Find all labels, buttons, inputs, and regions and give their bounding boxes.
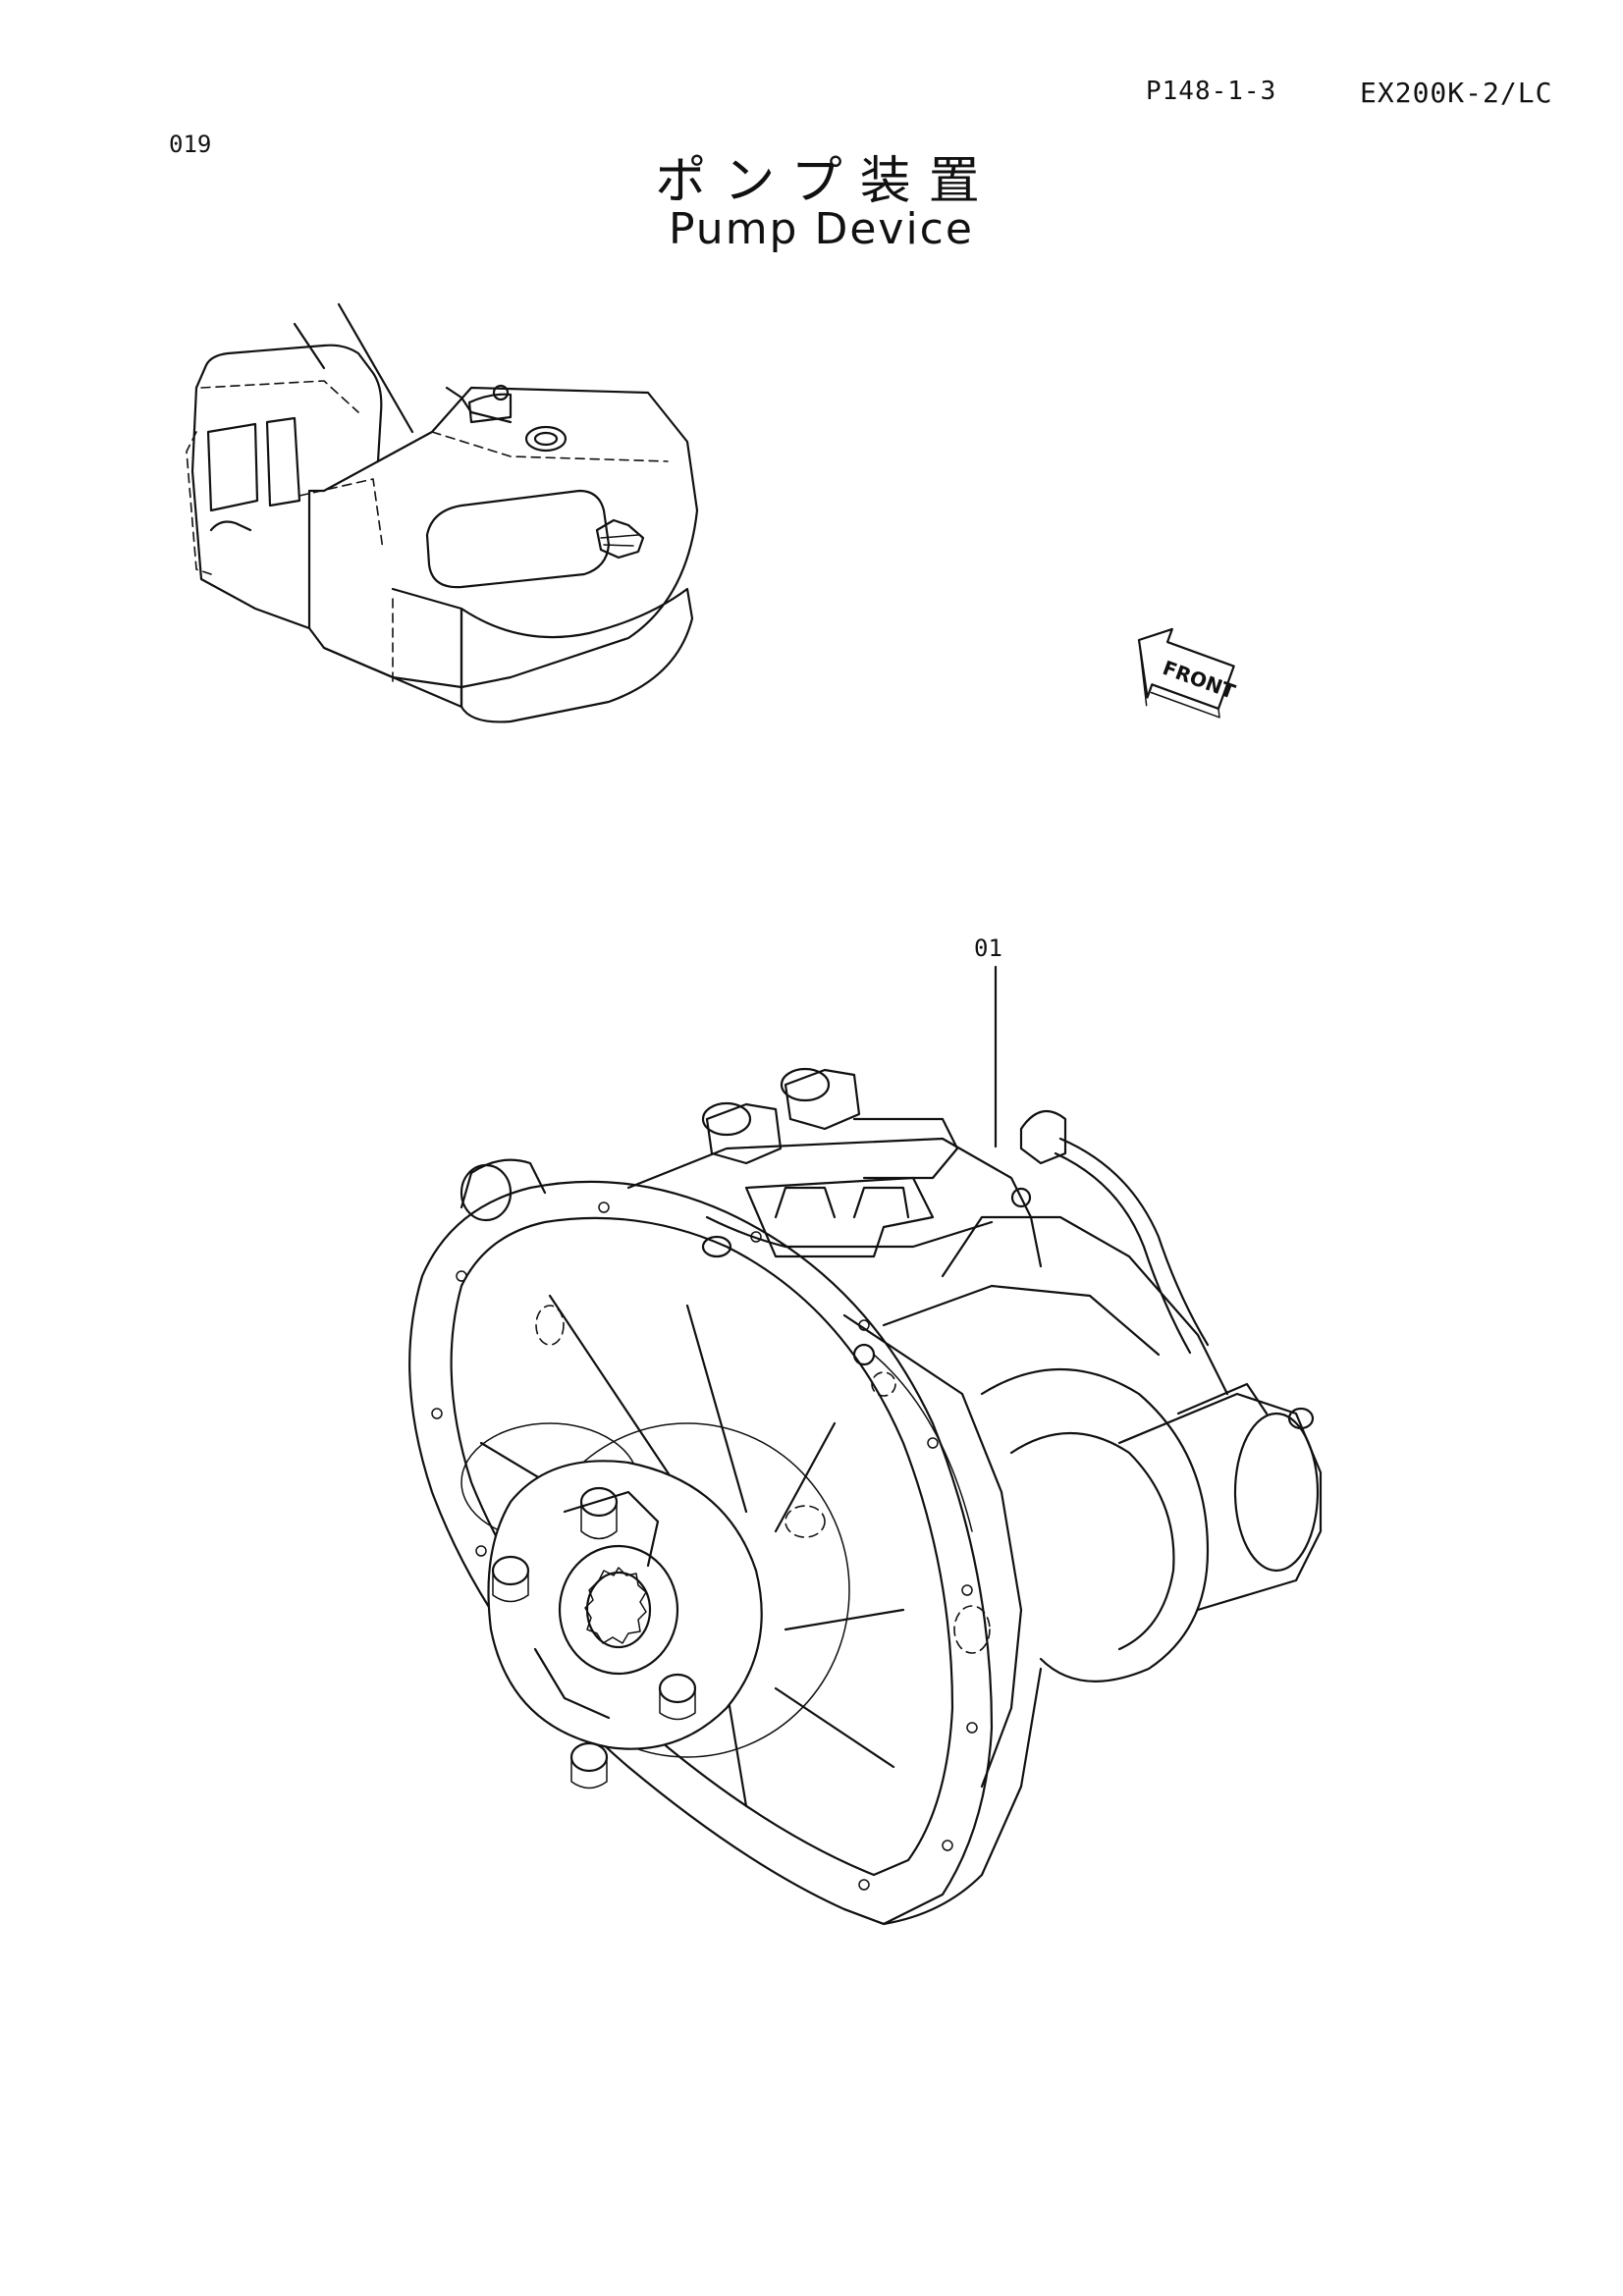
page-title-japanese: ポンプ装置 [655,152,998,211]
model-code: EX200K-2/LC [1360,77,1553,109]
page-code: P148-1-3 [1146,77,1277,106]
callout-label-01: 01 [974,934,1002,962]
sheet-number: 019 [169,131,212,158]
page-title-english: Pump Device [669,204,974,254]
